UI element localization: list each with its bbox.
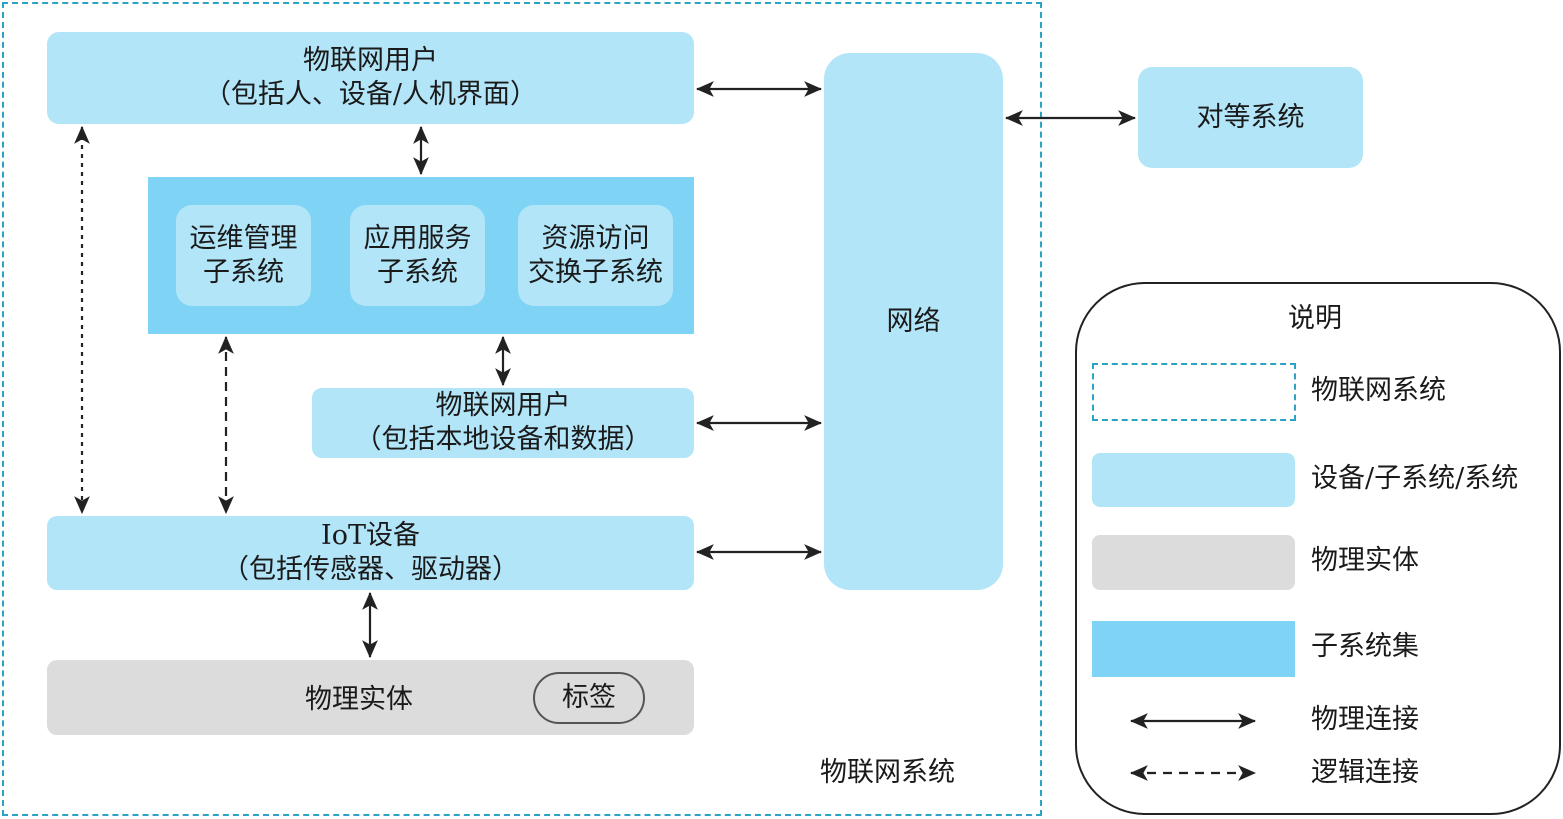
iot-user-local-title: 物联网用户: [435, 390, 571, 421]
legend-swatch-device: [1092, 453, 1295, 507]
subsystem-res-line1: 资源访问: [541, 222, 650, 254]
iot-device-subtitle: （包括传感器、驱动器）: [222, 554, 519, 585]
iot-system-label: 物联网系统: [820, 757, 955, 788]
iot-user-top-title: 物联网用户: [303, 45, 438, 76]
subsystem-ops-management[interactable]: 运维管理 子系统: [176, 205, 311, 306]
subsystem-app-line1: 应用服务: [363, 222, 472, 254]
iot-device-title: IoT设备: [321, 520, 420, 551]
subsystem-resource-exchange[interactable]: 资源访问 交换子系统: [518, 205, 673, 306]
physical-entity-label: 物理实体: [305, 684, 413, 715]
legend-title: 说明: [1288, 303, 1342, 334]
peer-system-label: 对等系统: [1196, 101, 1305, 133]
subsystem-res-line2: 交换子系统: [528, 256, 663, 288]
iot-user-local-box[interactable]: 物联网用户 （包括本地设备和数据）: [312, 388, 694, 458]
legend-label-subsystem-set: 子系统集: [1311, 631, 1419, 662]
peer-system-box[interactable]: 对等系统: [1138, 67, 1363, 168]
legend-label-device: 设备/子系统/系统: [1311, 463, 1519, 494]
tag-pill[interactable]: 标签: [533, 672, 645, 724]
iot-device-box[interactable]: IoT设备 （包括传感器、驱动器）: [47, 516, 694, 590]
network-label: 网络: [886, 305, 941, 337]
legend-label-iot-system: 物联网系统: [1311, 375, 1446, 406]
subsystem-ops-line2: 子系统: [203, 256, 284, 288]
iot-user-top-box[interactable]: 物联网用户 （包括人、设备/人机界面）: [47, 32, 694, 124]
subsystem-app-service[interactable]: 应用服务 子系统: [350, 205, 485, 306]
legend-swatch-iot-system: [1092, 363, 1296, 421]
subsystem-app-line2: 子系统: [377, 256, 458, 288]
legend-label-physical: 物理实体: [1311, 545, 1419, 576]
iot-user-top-subtitle: （包括人、设备/人机界面）: [203, 79, 538, 110]
subsystem-ops-line1: 运维管理: [189, 222, 298, 254]
tag-label: 标签: [562, 682, 616, 713]
legend-swatch-subsystem-set: [1092, 621, 1295, 677]
iot-user-local-subtitle: （包括本地设备和数据）: [354, 424, 652, 455]
legend-label-logical-connection: 逻辑连接: [1311, 757, 1419, 788]
network-box[interactable]: 网络: [824, 53, 1003, 590]
legend-panel: [1075, 282, 1561, 815]
legend-swatch-physical: [1092, 535, 1295, 590]
iot-system-boundary: [2, 2, 1042, 816]
legend-label-physical-connection: 物理连接: [1311, 704, 1419, 735]
